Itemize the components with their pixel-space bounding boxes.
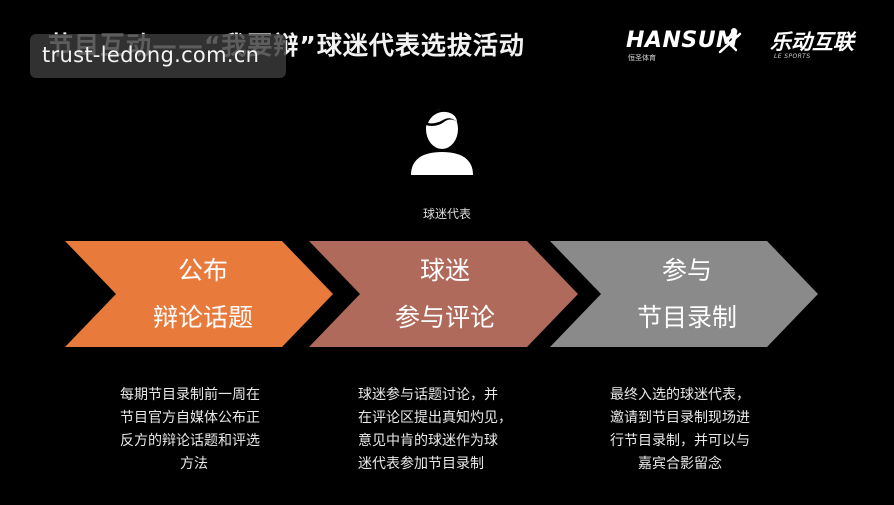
desc-line: 最终入选的球迷代表， xyxy=(610,387,750,403)
step-publish-description: 每期节目录制前一周在 节目官方自媒体公布正 反方的辩论话题和评选 方法 xyxy=(120,384,290,476)
skier-icon xyxy=(718,28,742,54)
lesports-wordmark: 乐动互联 xyxy=(770,30,854,54)
step-record-line1: 参与 xyxy=(661,256,712,285)
watermark-badge: trust-ledong.com.cn xyxy=(30,34,286,78)
watermark-text: trust-ledong.com.cn xyxy=(42,43,260,67)
step-arrow-record xyxy=(550,241,818,347)
step-arrow-publish xyxy=(65,241,333,347)
hansum-subtitle: 恒圣体育 xyxy=(628,54,656,62)
desc-line: 球迷参与话题讨论，并 xyxy=(358,387,498,403)
step-record-line2: 节目录制 xyxy=(636,303,737,332)
step-comment-description: 球迷参与话题讨论，并 在评论区提出真知灼见， 意见中肯的球迷作为球 迷代表参加节… xyxy=(358,384,538,476)
step-publish-title: 公布 辩论话题 xyxy=(118,247,288,341)
desc-line: 反方的辩论话题和评选 xyxy=(120,433,260,449)
desc-line: 迷代表参加节目录制 xyxy=(358,456,484,472)
step-arrow-comment xyxy=(309,241,578,347)
step-publish-line1: 公布 xyxy=(177,256,228,285)
desc-line: 嘉宾合影留念 xyxy=(638,456,722,472)
step-comment-title: 球迷 参与评论 xyxy=(360,247,530,341)
desc-line: 每期节目录制前一周在 xyxy=(120,387,260,403)
desc-line: 方法 xyxy=(180,456,208,472)
step-record-description: 最终入选的球迷代表， 邀请到节目录制现场进 行节目录制，并可以与 嘉宾合影留念 xyxy=(610,384,790,476)
user-icon xyxy=(411,108,473,175)
lesports-logo: 乐动互联 LE SPORTS xyxy=(770,26,860,60)
desc-line: 在评论区提出真知灼见， xyxy=(358,410,512,426)
desc-line: 邀请到节目录制现场进 xyxy=(610,410,750,426)
desc-line: 行节目录制，并可以与 xyxy=(610,433,750,449)
lesports-subtitle: LE SPORTS xyxy=(774,53,811,60)
step-comment-line2: 参与评论 xyxy=(394,303,495,332)
hansum-logo: HANSUM 恒圣体育 xyxy=(626,28,746,66)
step-comment-line1: 球迷 xyxy=(419,256,470,285)
desc-line: 节目官方自媒体公布正 xyxy=(120,410,260,426)
step-publish-line2: 辩论话题 xyxy=(152,303,253,332)
step-record-title: 参与 节目录制 xyxy=(602,247,772,341)
desc-line: 意见中肯的球迷作为球 xyxy=(358,433,498,449)
hansum-wordmark: HANSUM xyxy=(626,28,739,53)
avatar-label: 球迷代表 xyxy=(422,207,471,221)
